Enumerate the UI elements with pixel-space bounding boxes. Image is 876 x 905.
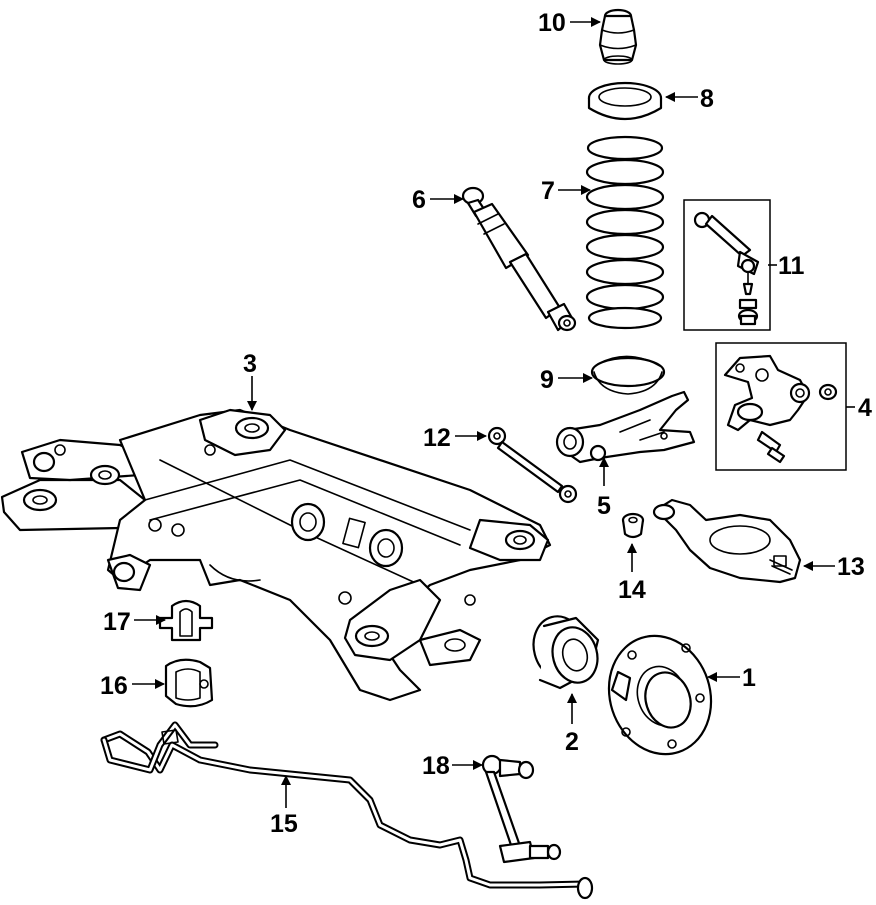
callout-4: 4 [858,394,872,422]
stabilizer-bar-part[interactable] [100,721,594,900]
callout-3: 3 [243,350,257,378]
callout-11: 11 [778,252,805,280]
bushing-part[interactable] [621,512,645,539]
stabilizer-link-part[interactable] [487,426,578,504]
callout-16: 16 [100,672,128,700]
trailing-arm-part[interactable] [555,390,696,464]
callout-labels: 10 8 6 7 11 3 9 4 12 5 13 14 17 16 1 2 1… [100,9,872,838]
callout-8: 8 [700,85,714,113]
callout-9: 9 [540,366,554,394]
callout-1: 1 [742,664,756,692]
wheel-bearing-part[interactable] [527,610,604,690]
wheel-hub-part[interactable] [594,622,726,767]
callout-2: 2 [565,728,579,756]
callout-6: 6 [412,186,426,214]
callout-12: 12 [423,424,451,452]
callout-10: 10 [538,9,566,37]
stabilizer-bushing-part[interactable] [164,658,214,708]
leader-lines [132,17,855,808]
shock-absorber-part[interactable] [461,186,577,332]
upper-spring-seat-part[interactable] [587,81,663,120]
lower-control-arm-part[interactable] [652,498,802,584]
stabilizer-bracket-part[interactable] [158,599,214,642]
callout-5: 5 [597,492,611,520]
bump-stop-part[interactable] [598,8,638,65]
callout-15: 15 [270,810,298,838]
callout-17: 17 [103,608,131,636]
subframe-part[interactable] [0,408,552,702]
callout-18: 18 [422,752,450,780]
knuckle-part[interactable] [715,342,847,471]
control-arm-link-part[interactable] [683,199,771,331]
lower-spring-seat-part[interactable] [590,355,666,395]
callout-7: 7 [541,177,555,205]
callout-14: 14 [618,576,646,604]
stabilizer-end-link-part[interactable] [481,754,562,864]
coil-spring-part[interactable] [585,135,665,330]
callout-13: 13 [837,553,865,581]
